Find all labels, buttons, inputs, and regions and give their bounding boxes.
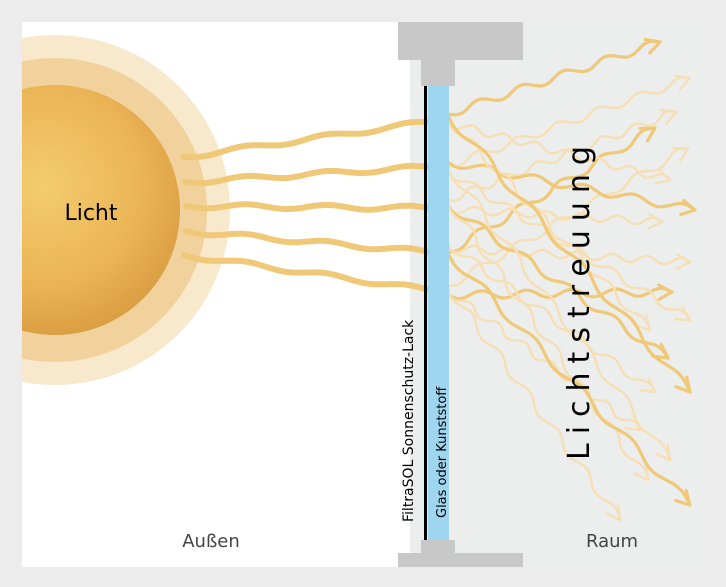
scattered-ray [446,285,622,522]
frame-bottom [398,553,523,567]
scattered-ray [446,203,670,360]
sun-core [22,85,180,335]
arrow-head-icon [605,503,622,522]
scattered-ray [446,242,657,394]
arrow-head-icon [659,108,678,125]
scattered-ray [446,146,690,288]
arrow-head-icon [674,375,692,394]
incoming-ray [180,118,431,161]
glass-pane [428,86,449,540]
arrow-head-icon [674,488,692,507]
arrow-head-icon [638,377,657,394]
frame-top-stem [421,60,455,86]
arrow-head-icon [633,463,650,482]
coating-label: FiltraSOL Sonnenschutz-Lack [401,319,417,522]
scattered-ray [446,126,657,254]
outside-label: Außen [182,531,240,552]
frame-bottom-stem [421,540,455,554]
incoming-ray [182,162,431,187]
sun-label: Licht [64,201,117,226]
arrow-head-icon [673,305,692,322]
arrow-head-icon [674,74,692,91]
scattered-ray [446,165,672,462]
scattered-ray [446,286,674,301]
arrow-head-icon [634,314,652,332]
frame-top [398,22,523,60]
arrow-head-icon [654,168,672,185]
arrow-head-icon [657,283,674,301]
arrow-head-icon [655,444,672,462]
arrow-head-icon [679,198,697,217]
room-label: Raum [586,531,638,552]
scatter-label: Lichtstreuung [562,137,597,460]
scattered-ray [446,121,672,182]
incoming-rays [180,118,431,293]
scattered-ray [446,169,692,322]
incoming-ray [181,252,431,293]
arrow-head-icon [647,212,664,230]
incoming-ray [183,201,431,213]
scattered-ray [446,289,642,432]
scattered-ray [446,117,652,332]
arrow-head-icon [671,146,690,162]
scattered-ray [446,113,692,394]
scattered-rays [446,37,697,522]
scattered-ray [446,109,678,203]
arrow-head-icon [643,37,662,55]
arrow-head-icon [638,126,657,143]
coating-line [424,86,427,540]
sun-icon [22,35,230,385]
scattered-ray [446,251,692,507]
incoming-ray [183,228,431,255]
arrow-head-icon [651,343,670,360]
arrow-head-icon [675,252,692,270]
scattered-ray [446,39,662,117]
scattered-ray [446,199,650,482]
pane-label: Glas oder Kunststoff [435,386,450,518]
scattered-ray [446,76,692,168]
